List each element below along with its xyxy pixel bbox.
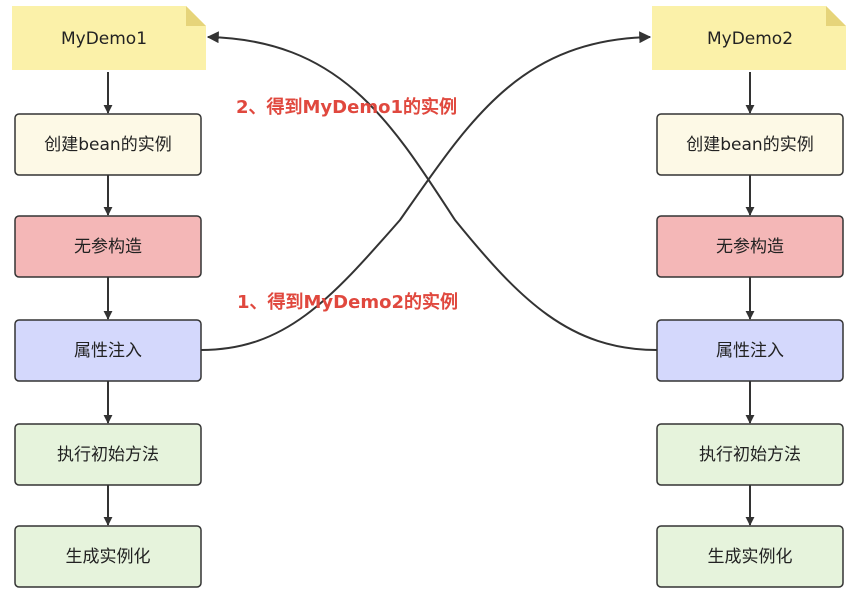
right-step-create-label: 创建bean的实例 xyxy=(686,135,813,155)
left-column: MyDemo1 创建bean的实例 无参构造 属性注入 执行初始方法 生成实例化 xyxy=(12,6,206,588)
note-mydemo1-shape xyxy=(12,6,206,70)
note-mydemo2-fold xyxy=(826,6,846,26)
note-mydemo2: MyDemo2 xyxy=(652,6,846,70)
left-step-construct-label: 无参构造 xyxy=(74,237,142,257)
left-step-init-label: 执行初始方法 xyxy=(57,445,159,465)
note-mydemo2-label: MyDemo2 xyxy=(707,29,793,49)
right-step-generate-box xyxy=(656,525,844,588)
right-step-init-label: 执行初始方法 xyxy=(699,445,801,465)
note-mydemo1-fold xyxy=(186,6,206,26)
left-step-create-label: 创建bean的实例 xyxy=(44,135,171,155)
right-column: MyDemo2 创建bean的实例 无参构造 属性注入 执行初始方法 生成实例化 xyxy=(652,6,846,588)
note-mydemo1: MyDemo1 xyxy=(12,6,206,70)
curve-left-inject-to-mydemo2 xyxy=(200,31,652,351)
label-get-mydemo2: 1、得到MyDemo2的实例 xyxy=(237,291,458,313)
label-get-mydemo1: 2、得到MyDemo1的实例 xyxy=(236,96,457,118)
left-step-generate-label: 生成实例化 xyxy=(66,547,151,567)
left-step-generate-box xyxy=(14,525,202,588)
right-step-generate-label: 生成实例化 xyxy=(708,547,793,567)
note-mydemo1-label: MyDemo1 xyxy=(61,29,147,49)
right-step-inject-label: 属性注入 xyxy=(716,341,784,361)
left-step-inject-label: 属性注入 xyxy=(74,341,142,361)
right-step-construct-label: 无参构造 xyxy=(716,237,784,257)
note-mydemo2-shape xyxy=(652,6,846,70)
curve-right-inject-to-mydemo1 xyxy=(206,31,658,351)
